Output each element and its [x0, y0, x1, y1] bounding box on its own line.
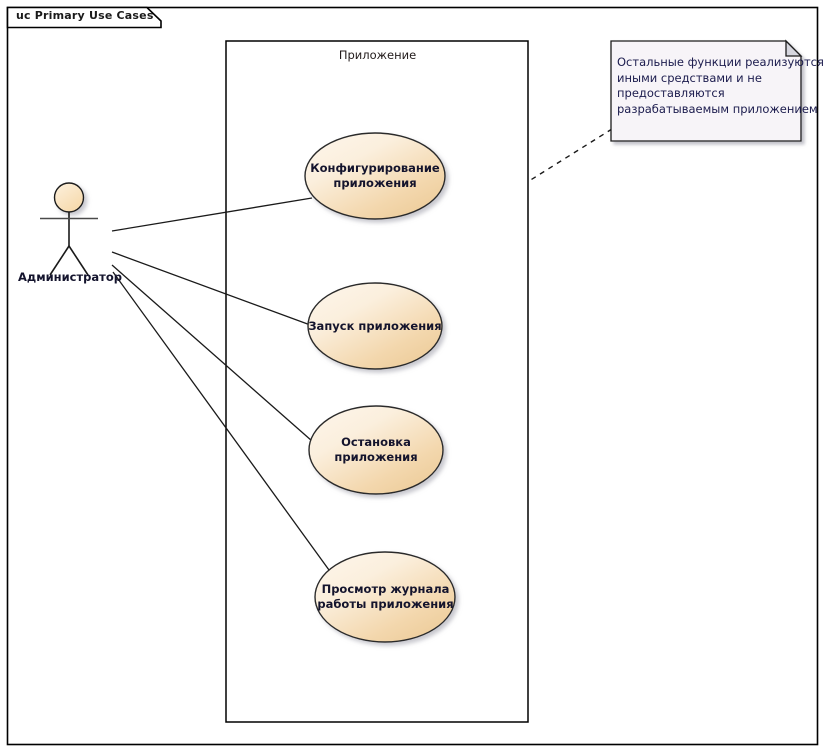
note-text: Остальные функции реализуются иными сред…: [617, 55, 824, 117]
note-anchor-line[interactable]: [528, 128, 613, 182]
use-case-label-line: Конфигурирование: [310, 161, 440, 175]
use-case-uc4[interactable]: [314, 551, 456, 643]
use-case-label-uc3: Остановка приложения: [306, 435, 446, 465]
note-text-line: разрабатываемым приложением: [617, 101, 818, 116]
use-case-label-uc4: Просмотр журнала работы приложения: [313, 582, 458, 612]
actor-admin[interactable]: [40, 182, 98, 276]
note-comment[interactable]: [610, 39, 803, 142]
association-admin-uc4[interactable]: [112, 271, 330, 571]
frame-tab: [6, 6, 162, 29]
actor-label-admin: Администратор: [18, 270, 122, 284]
use-case-label-line: Просмотр журнала: [321, 582, 450, 596]
use-case-label-uc2: Запуск приложения: [305, 319, 445, 334]
use-case-shapes: [304, 132, 456, 643]
note-text-line: иными средствами и не: [617, 70, 762, 85]
association-admin-uc1[interactable]: [111, 197, 313, 232]
use-case-label-line: Запуск приложения: [308, 319, 442, 333]
association-admin-uc3[interactable]: [111, 264, 313, 442]
frame-tab-label: uc Primary Use Cases: [16, 9, 154, 22]
note-text-line: Остальные функции реализуются: [617, 55, 824, 69]
use-case-label-line: Остановка: [341, 435, 411, 449]
use-case-label-line: работы приложения: [317, 597, 454, 611]
actor-body-icon: [40, 212, 98, 276]
use-case-uc1[interactable]: [304, 132, 446, 220]
use-case-uc3[interactable]: [308, 405, 444, 495]
use-case-uc2[interactable]: [307, 282, 443, 370]
use-case-label-line: приложения: [334, 450, 418, 464]
note-fold-icon: [785, 39, 803, 57]
association-admin-uc2[interactable]: [111, 251, 314, 327]
note-text-line: предоставляются: [617, 86, 725, 100]
system-boundary-label: Приложение: [338, 48, 417, 62]
use-case-label-line: приложения: [333, 176, 417, 190]
association-lines: [111, 197, 330, 571]
use-case-label-uc1: Конфигурирование приложения: [305, 161, 445, 191]
